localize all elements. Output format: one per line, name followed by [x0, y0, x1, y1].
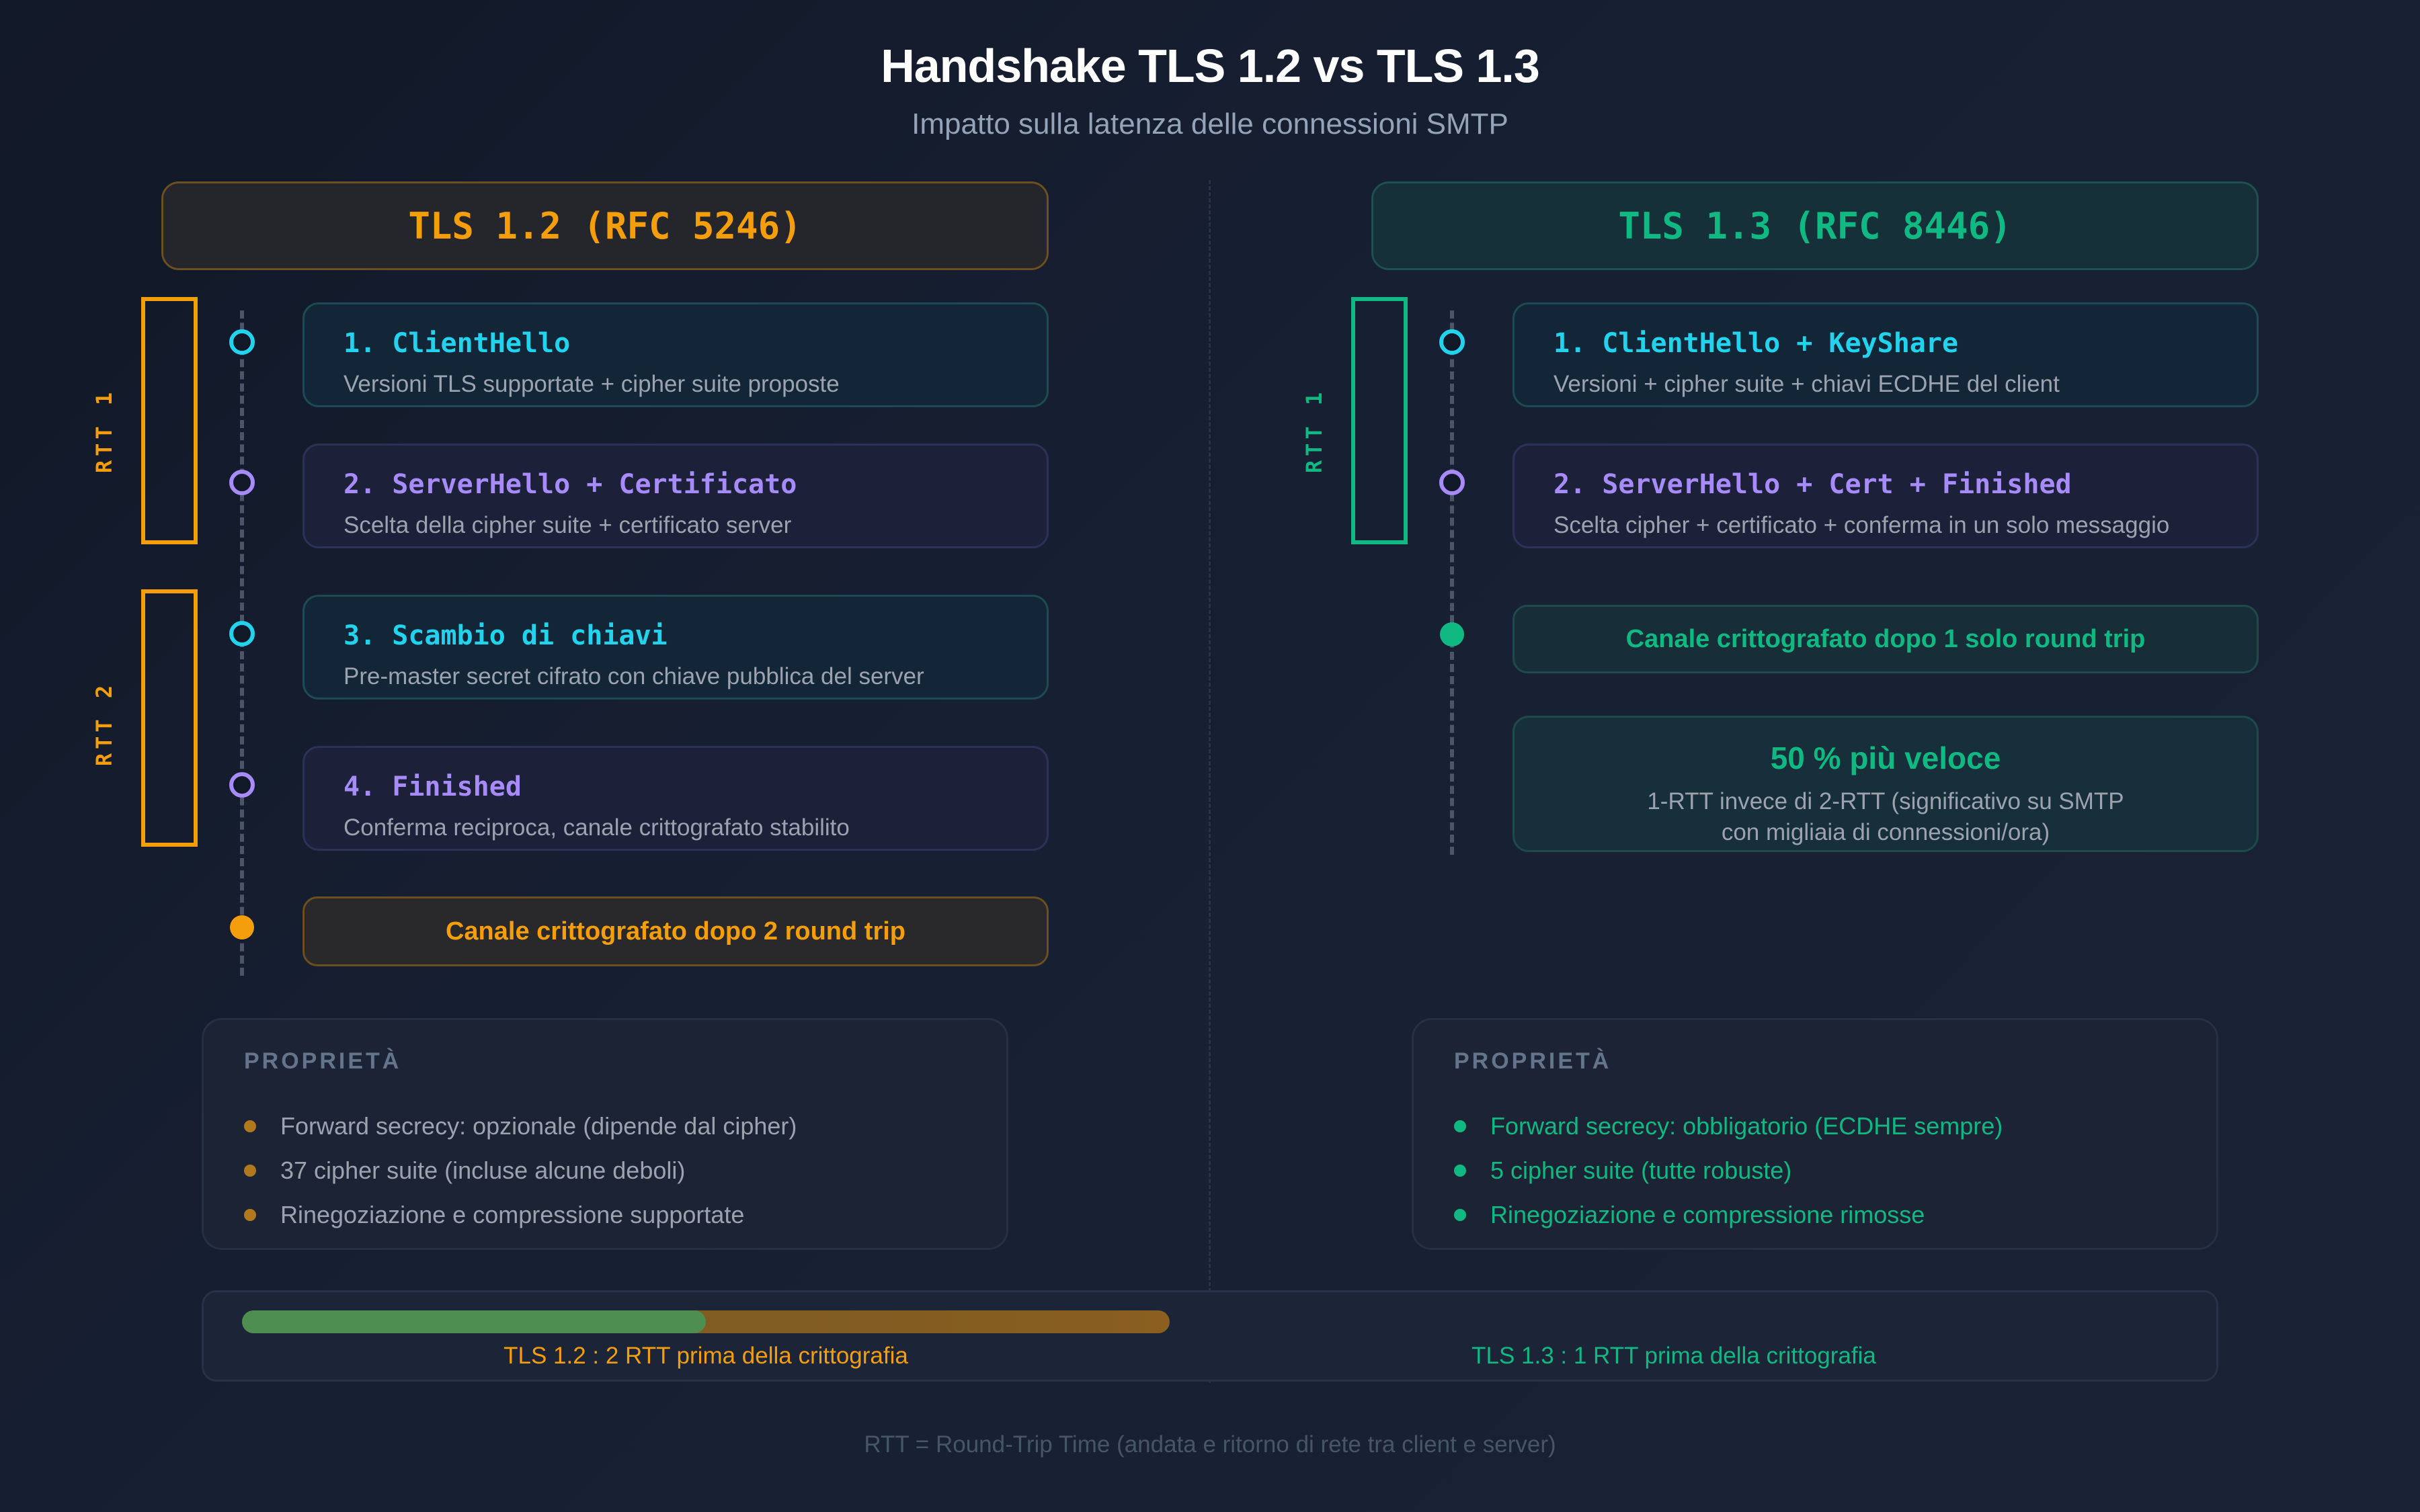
bullet-icon: [1454, 1209, 1466, 1221]
properties-heading: PROPRIETÀ: [1454, 1048, 1612, 1074]
step-title: 4. Finished: [344, 771, 522, 802]
speedup-callout: 50 % più veloce 1-RTT invece di 2-RTT (s…: [1513, 716, 2259, 852]
rtt1-bracket: [141, 297, 198, 544]
step-title: 2. ServerHello + Cert + Finished: [1554, 469, 2072, 500]
step-desc: Versioni + cipher suite + chiavi ECDHE d…: [1554, 371, 2060, 397]
tls12-result-banner: Canale crittografato dopo 2 round trip: [302, 896, 1049, 966]
speedup-title: 50 % più veloce: [1770, 741, 2001, 775]
speedup-desc-line1: 1-RTT invece di 2-RTT (significativo su …: [1647, 788, 2124, 814]
bullet-icon: [244, 1209, 256, 1221]
tls12-step-card: 2. ServerHello + Certificato Scelta dell…: [302, 444, 1049, 548]
speedup-desc-line2: con migliaia di connessioni/ora): [1721, 819, 2050, 845]
step-title: 1. ClientHello + KeyShare: [1554, 328, 1959, 359]
step-desc: Pre-master secret cifrato con chiave pub…: [344, 663, 924, 689]
step-desc: Conferma reciproca, canale crittografato…: [344, 814, 850, 841]
bullet-icon: [1454, 1165, 1466, 1177]
property-item: 37 cipher suite (incluse alcune deboli): [244, 1148, 1006, 1193]
tls12-header: TLS 1.2 (RFC 5246): [161, 181, 1049, 270]
step-title: 1. ClientHello: [344, 328, 571, 359]
step-desc: Scelta della cipher suite + certificato …: [344, 512, 792, 538]
tls13-rtt-fill: [242, 1310, 706, 1333]
tls12-step-card: 1. ClientHello Versioni TLS supportate +…: [302, 302, 1049, 407]
step-desc: Versioni TLS supportate + cipher suite p…: [344, 371, 840, 397]
tls12-step-card: 4. Finished Conferma reciproca, canale c…: [302, 746, 1049, 851]
rtt1-bracket: [1351, 297, 1408, 544]
tls13-step-card: 2. ServerHello + Cert + Finished Scelta …: [1513, 444, 2259, 548]
comparison-panel: [202, 1290, 2218, 1382]
bullet-icon: [1454, 1120, 1466, 1132]
encrypted-node-icon: [1440, 622, 1464, 646]
property-item: Rinegoziazione e compressione rimosse: [1454, 1193, 2216, 1237]
rtt2-bracket: [141, 589, 198, 847]
server-step-node-icon: [229, 772, 255, 798]
tls12-step-card: 3. Scambio di chiavi Pre-master secret c…: [302, 595, 1049, 700]
property-item: Forward secrecy: opzionale (dipende dal …: [244, 1104, 1006, 1148]
step-desc: Scelta cipher + certificato + conferma i…: [1554, 512, 2170, 538]
client-step-node-icon: [229, 621, 255, 646]
page-title: Handshake TLS 1.2 vs TLS 1.3: [881, 40, 1540, 92]
footnote: RTT = Round-Trip Time (andata e ritorno …: [864, 1431, 1556, 1458]
page-subtitle: Impatto sulla latenza delle connessioni …: [912, 108, 1508, 140]
tls13-step-card: 1. ClientHello + KeyShare Versioni + cip…: [1513, 302, 2259, 407]
tls12-bar-label: TLS 1.2 : 2 RTT prima della crittografia: [503, 1343, 908, 1369]
bullet-icon: [244, 1120, 256, 1132]
client-step-node-icon: [229, 329, 255, 355]
server-step-node-icon: [229, 470, 255, 495]
rtt1-label: RTT 1: [1301, 388, 1327, 474]
tls13-header: TLS 1.3 (RFC 8446): [1371, 181, 2259, 270]
property-item: Forward secrecy: obbligatorio (ECDHE sem…: [1454, 1104, 2216, 1148]
server-step-node-icon: [1439, 470, 1465, 495]
tls13-properties-panel: PROPRIETÀ Forward secrecy: obbligatorio …: [1412, 1018, 2218, 1250]
property-item: 5 cipher suite (tutte robuste): [1454, 1148, 2216, 1193]
tls13-result-banner: Canale crittografato dopo 1 solo round t…: [1513, 605, 2259, 673]
rtt-comparison-bar: [242, 1310, 1170, 1333]
properties-heading: PROPRIETÀ: [244, 1048, 402, 1074]
tls13-bar-label: TLS 1.3 : 1 RTT prima della crittografia: [1471, 1343, 1876, 1369]
rtt1-label: RTT 1: [91, 388, 117, 474]
column-divider: [1209, 180, 1211, 1383]
step-title: 3. Scambio di chiavi: [344, 620, 668, 651]
tls12-properties-panel: PROPRIETÀ Forward secrecy: opzionale (di…: [202, 1018, 1008, 1250]
rtt2-label: RTT 2: [91, 681, 117, 767]
client-step-node-icon: [1439, 329, 1465, 355]
tls13-timeline: [1450, 310, 1454, 855]
encrypted-node-icon: [230, 915, 254, 939]
bullet-icon: [244, 1165, 256, 1177]
step-title: 2. ServerHello + Certificato: [344, 469, 797, 500]
property-item: Rinegoziazione e compressione supportate: [244, 1193, 1006, 1237]
